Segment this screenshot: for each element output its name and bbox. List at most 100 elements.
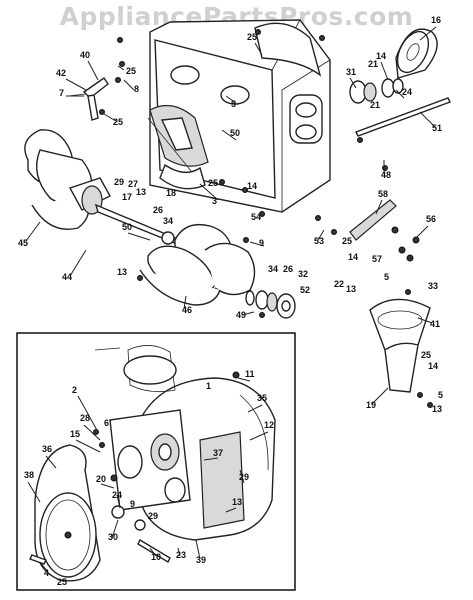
leader-line bbox=[371, 387, 389, 405]
callout-46: 46 bbox=[182, 305, 192, 315]
callout-56: 56 bbox=[426, 214, 436, 224]
inset-frame bbox=[16, 332, 296, 591]
leader-line bbox=[417, 317, 433, 324]
skid-bolts-part[interactable] bbox=[391, 226, 420, 262]
callout-24: 24 bbox=[402, 87, 412, 97]
callout-13: 13 bbox=[232, 497, 242, 507]
shave-plate-part[interactable] bbox=[349, 199, 397, 241]
leader-line bbox=[111, 519, 119, 539]
callout-45: 45 bbox=[18, 238, 28, 248]
callout-37: 37 bbox=[213, 448, 223, 458]
leader-line bbox=[77, 395, 99, 433]
leader-line bbox=[39, 561, 49, 573]
callout-25: 25 bbox=[113, 117, 123, 127]
callout-21: 21 bbox=[368, 59, 378, 69]
leader-line bbox=[254, 42, 263, 56]
callout-labels: 16 25 14 40 25 42 8 7 25 5 21 31 24 21 5… bbox=[18, 15, 443, 587]
callout-22: 22 bbox=[334, 279, 344, 289]
callout-29: 29 bbox=[114, 177, 124, 187]
callout-40: 40 bbox=[80, 50, 90, 60]
callout-14: 14 bbox=[428, 361, 438, 371]
inset-gear-plate-part[interactable] bbox=[109, 409, 245, 529]
callout-58: 58 bbox=[378, 189, 388, 199]
bearing-assembly-part[interactable] bbox=[245, 290, 296, 319]
callout-27: 27 bbox=[128, 179, 138, 189]
drive-shaft-part[interactable] bbox=[355, 97, 451, 137]
callout-13: 13 bbox=[117, 267, 127, 277]
callout-25: 25 bbox=[126, 66, 136, 76]
callout-20: 20 bbox=[96, 474, 106, 484]
inset-hardware-part[interactable] bbox=[29, 429, 171, 565]
callout-25: 25 bbox=[421, 350, 431, 360]
leader-line bbox=[225, 507, 237, 513]
callout-35: 35 bbox=[257, 393, 267, 403]
callout-11: 11 bbox=[245, 369, 255, 379]
leader-line bbox=[195, 539, 201, 560]
callout-44: 44 bbox=[62, 272, 72, 282]
callout-1: 1 bbox=[206, 381, 211, 391]
callout-34: 34 bbox=[268, 264, 278, 274]
leader-line bbox=[249, 431, 269, 441]
leader-line bbox=[237, 377, 251, 382]
callout-34: 34 bbox=[163, 216, 173, 226]
leader-line bbox=[177, 547, 181, 557]
callout-25: 25 bbox=[247, 32, 257, 42]
callout-38: 38 bbox=[24, 470, 34, 480]
callout-24: 24 bbox=[112, 490, 122, 500]
leader-line bbox=[183, 295, 187, 310]
callout-15: 15 bbox=[70, 429, 80, 439]
leader-line bbox=[116, 494, 121, 509]
callout-41: 41 bbox=[430, 319, 440, 329]
leader-line bbox=[65, 78, 87, 91]
impeller-part[interactable] bbox=[147, 104, 209, 190]
callout-14: 14 bbox=[376, 51, 386, 61]
callout-12: 12 bbox=[264, 420, 274, 430]
callout-16: 16 bbox=[431, 15, 441, 25]
callout-49: 49 bbox=[236, 310, 246, 320]
leader-line bbox=[239, 469, 245, 484]
leader-line bbox=[419, 26, 437, 41]
leader-line bbox=[395, 89, 405, 99]
leader-line bbox=[241, 311, 255, 316]
callout-51: 51 bbox=[432, 123, 442, 133]
callout-14: 14 bbox=[348, 252, 358, 262]
callout-30: 30 bbox=[108, 532, 118, 542]
leader-line bbox=[349, 77, 357, 89]
callout-17: 17 bbox=[122, 192, 132, 202]
leader-line bbox=[419, 111, 437, 129]
callout-25: 25 bbox=[342, 236, 352, 246]
leader-line bbox=[123, 79, 135, 91]
callout-13: 13 bbox=[432, 404, 442, 414]
callout-25: 25 bbox=[57, 577, 67, 587]
right-auger-part[interactable] bbox=[139, 223, 256, 306]
callout-21: 21 bbox=[370, 100, 380, 110]
leader-line bbox=[103, 113, 117, 122]
callout-29: 29 bbox=[148, 511, 158, 521]
callout-57: 57 bbox=[372, 254, 382, 264]
callout-54: 54 bbox=[251, 212, 261, 222]
handle-bracket-part[interactable] bbox=[67, 37, 125, 121]
callout-26: 26 bbox=[283, 264, 293, 274]
leader-line bbox=[83, 424, 101, 441]
callout-7: 7 bbox=[59, 88, 64, 98]
callout-5: 5 bbox=[231, 99, 236, 109]
leader-line bbox=[100, 483, 115, 489]
callout-13: 13 bbox=[136, 187, 146, 197]
leader-line bbox=[375, 199, 383, 215]
callout-4: 4 bbox=[44, 568, 49, 578]
callout-19: 19 bbox=[366, 400, 376, 410]
callout-2: 2 bbox=[72, 385, 77, 395]
callout-5: 5 bbox=[384, 272, 389, 282]
discharge-chute-part[interactable] bbox=[369, 298, 433, 408]
callout-8: 8 bbox=[134, 84, 139, 94]
leader-line bbox=[27, 481, 41, 503]
callout-28: 28 bbox=[80, 413, 90, 423]
top-pulley-belt-part[interactable] bbox=[391, 26, 438, 79]
callout-9: 9 bbox=[259, 238, 264, 248]
leader-line bbox=[221, 129, 237, 141]
callout-29: 29 bbox=[239, 472, 249, 482]
left-auger-part[interactable] bbox=[24, 129, 111, 230]
callout-53: 53 bbox=[314, 236, 324, 246]
inset-large-pulley-part[interactable] bbox=[34, 444, 101, 582]
